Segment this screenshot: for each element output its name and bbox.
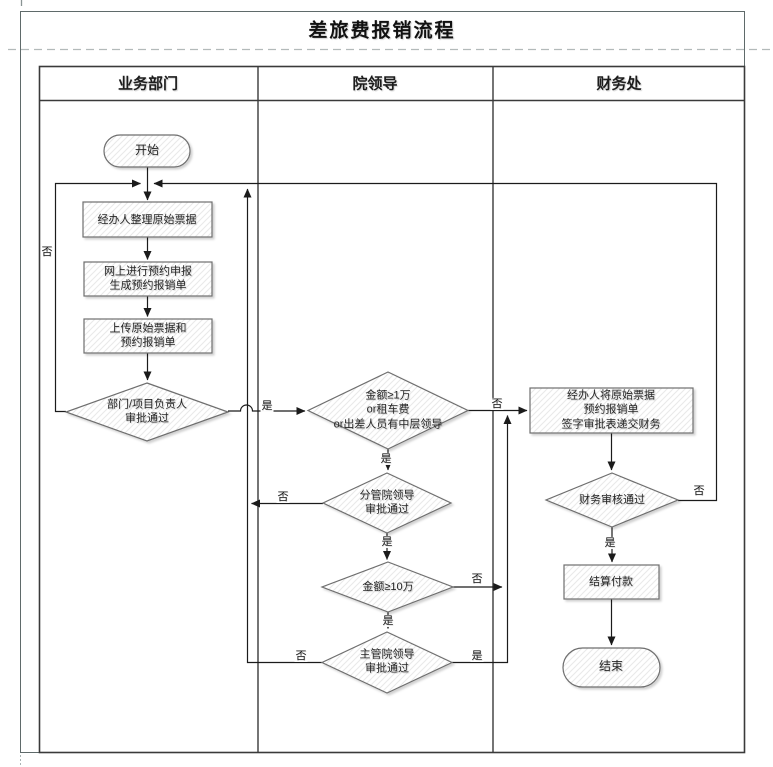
submit-finance-shape	[529, 387, 694, 434]
node-label-amount10w: 金额≥10万	[362, 580, 414, 593]
edge-label-amount1w-no: 否	[490, 397, 504, 411]
node-label-start: 开始	[134, 143, 160, 158]
edge-chief-approve-yes	[452, 415, 512, 664]
node-label-organize: 经办人整理原始票据	[97, 213, 197, 226]
shapes	[64, 134, 694, 694]
end-shape	[562, 647, 661, 688]
node-label-amount1w: 金额≥1万 or租车费 or出差人员有中层领导	[333, 389, 443, 431]
node-label-payment: 结算付款	[589, 575, 633, 588]
dept-approve-shape	[64, 382, 230, 442]
lane-header-finance-office: 财务处	[596, 75, 642, 93]
finance-review-shape	[544, 472, 680, 528]
edge-label-deputy-approve-yes: 是	[380, 535, 394, 549]
edge-chief-approve-no-feedback	[243, 188, 322, 664]
amount1w-shape	[306, 371, 470, 450]
node-label-deputy-approve: 分管院领导 审批通过	[359, 489, 415, 516]
node-label-chief-approve: 主管院领导 审批通过	[359, 648, 415, 675]
node-label-finance-review: 财务审核通过	[579, 493, 645, 506]
chief-approve-shape	[320, 631, 454, 694]
edge-label-chief-approve-no: 否	[294, 649, 308, 663]
amount10w-shape	[320, 561, 455, 613]
edge-label-finance-review-yes: 是	[603, 536, 617, 550]
edge-label-amount1w-yes: 是	[379, 452, 393, 466]
page-title: 差旅费报销流程	[308, 20, 456, 42]
node-label-submit-finance: 经办人将原始票据 预约报销单 签字审批表递交财务	[561, 389, 661, 431]
edge-label-dept-approve-yes: 是	[260, 399, 274, 413]
lane-header-institute-leaders: 院领导	[352, 75, 398, 93]
edge-label-finance-review-no: 否	[692, 484, 706, 498]
edge-label-dept-approve-no: 否	[40, 245, 54, 259]
start-shape	[103, 134, 191, 168]
edge-dept-approve-yes	[228, 404, 306, 415]
upload-shape	[83, 318, 213, 354]
edge-label-amount10w-yes: 是	[381, 614, 395, 628]
edge-finance-review-no-feedback	[153, 179, 718, 502]
node-label-declare: 网上进行预约申报 生成预约报销单	[104, 265, 192, 292]
node-label-dept-approve: 部门/项目负责人 审批通过	[106, 398, 188, 425]
payment-shape	[563, 564, 660, 600]
edge-label-amount10w-no: 否	[470, 572, 484, 586]
edge-dept-approve-no-feedback	[54, 179, 141, 413]
deputy-approve-shape	[321, 472, 453, 534]
node-label-upload: 上传原始票据和 预约报销单	[109, 322, 187, 349]
declare-shape	[83, 261, 213, 297]
edge-label-chief-approve-yes: 是	[470, 649, 484, 663]
node-label-end: 结束	[598, 659, 624, 674]
lane-header-business-dept: 业务部门	[117, 75, 179, 93]
organize-shape	[82, 201, 213, 238]
lane-container-border	[38, 65, 746, 754]
edge-label-deputy-approve-no: 否	[276, 490, 290, 504]
